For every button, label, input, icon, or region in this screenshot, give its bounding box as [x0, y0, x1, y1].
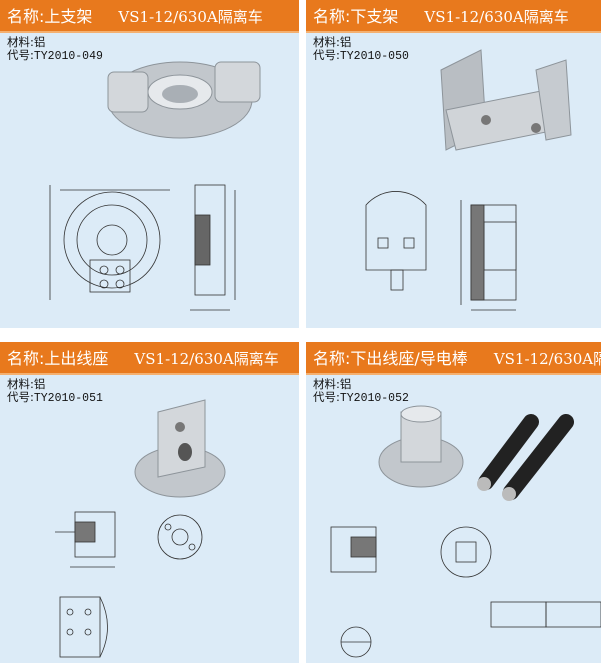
code-label: 代号: [7, 48, 34, 62]
part-photo-and-drawing [49, 61, 261, 311]
code-label: 代号: [7, 390, 34, 404]
model: VS1-12/630A隔离车 [493, 350, 601, 368]
material: 材料:铝 [7, 35, 46, 49]
part-name: 下支架 [350, 7, 399, 26]
material: 材料:铝 [313, 35, 352, 49]
panel-header: 名称:上支架 VS1-12/630A隔离车 [0, 0, 299, 33]
part-photo-and-drawing [330, 405, 601, 658]
part-name: 上出线座 [44, 349, 109, 368]
panel-header: 名称:下出线座/导电棒 VS1-12/630A隔离车 [306, 342, 601, 375]
name-label: 名称: [7, 7, 45, 26]
part-code: TY2010-050 [339, 50, 409, 63]
part-photo-and-drawing [55, 399, 226, 658]
panel-header: 名称:下支架 VS1-12/630A隔离车 [306, 0, 601, 33]
part-name: 下出线座/导电棒 [350, 349, 468, 368]
name-label: 名称: [313, 7, 351, 26]
model: VS1-12/630A隔离车 [424, 8, 569, 26]
code-label: 代号: [313, 390, 340, 404]
product-panel-lower-bracket: 名称:下支架 VS1-12/630A隔离车 材料:铝代号:TY2010-050 [306, 0, 601, 328]
material: 材料:铝 [313, 377, 352, 391]
part-code: TY2010-049 [33, 50, 103, 63]
part-name: 上支架 [44, 7, 93, 26]
name-label: 名称: [313, 349, 351, 368]
panel-header: 名称:上出线座 VS1-12/630A隔离车 [0, 342, 299, 375]
material: 材料:铝 [7, 377, 46, 391]
part-code: TY2010-052 [339, 392, 409, 405]
part-code: TY2010-051 [33, 392, 103, 405]
product-panel-upper-bracket: 名称:上支架 VS1-12/630A隔离车 材料:铝代号:TY2010-049 [0, 0, 299, 328]
model: VS1-12/630A隔离车 [134, 350, 279, 368]
product-panel-lower-outlet-seat-conductor-rod: 名称:下出线座/导电棒 VS1-12/630A隔离车 材料:铝代号:TY2010-… [306, 342, 601, 663]
code-label: 代号: [313, 48, 340, 62]
product-panel-upper-outlet-seat: 名称:上出线座 VS1-12/630A隔离车 材料:铝代号:TY2010-051 [0, 342, 299, 663]
model: VS1-12/630A隔离车 [118, 8, 263, 26]
part-photo-and-drawing [365, 49, 572, 311]
name-label: 名称: [7, 349, 45, 368]
